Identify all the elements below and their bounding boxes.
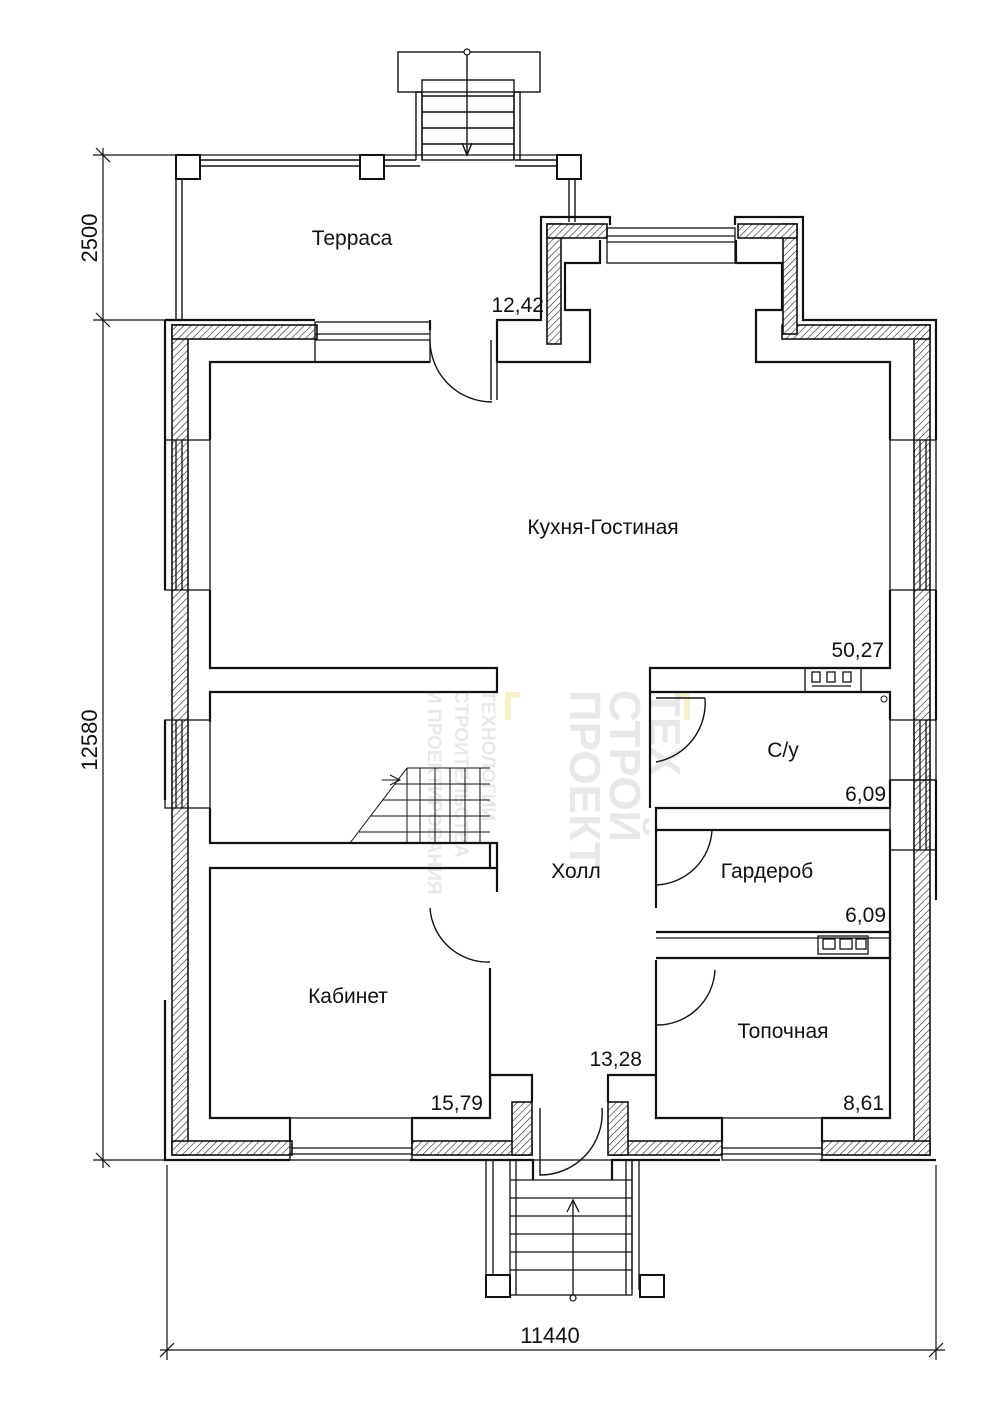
terrace-columns: [175, 154, 582, 180]
dimension-terrace-depth: 2500: [77, 214, 102, 263]
porch-columns: [485, 1274, 665, 1298]
watermark-brand-3: ПРОЕКТ: [560, 690, 609, 869]
watermark-tagline-3: И ПРОЕКТИРОВАНИЯ: [423, 690, 444, 895]
watermark-tagline-2: СТРОИТЕЛЬСТВА: [450, 690, 471, 858]
watermark-bracket-right: [675, 692, 690, 720]
dimension-height-total: 12580: [77, 709, 102, 770]
room-area-terrace: 12,42: [491, 294, 544, 317]
exterior-walls: [171, 223, 931, 1156]
entrance-porch: [485, 1159, 640, 1298]
room-area-bathroom: 6,09: [845, 783, 886, 806]
boiler-fixtures: [656, 935, 890, 955]
watermark-brand-2: СТРОЙ: [600, 690, 651, 842]
watermark-brand-1: ТЕХ: [640, 690, 689, 776]
room-name-kitchen-living: Кухня-Гостиная: [527, 516, 678, 539]
dimension-lines: [93, 147, 945, 1360]
room-area-kitchen-living: 50,27: [831, 639, 884, 662]
watermark-bracket-left: [505, 692, 520, 720]
bathroom-drain: [880, 695, 888, 703]
dimension-width-total: 11440: [520, 1323, 580, 1348]
room-name-wardrobe: Гардероб: [721, 860, 813, 883]
room-name-office: Кабинет: [308, 985, 388, 1008]
room-name-hall: Холл: [551, 860, 601, 883]
terrace-structure: [175, 51, 576, 320]
room-name-boiler-room: Топочная: [737, 1020, 828, 1043]
doors: [429, 339, 716, 1176]
room-area-hall: 13,28: [589, 1048, 642, 1071]
stair-start-marker-bottom: [569, 1294, 577, 1302]
room-name-bathroom: С/у: [767, 739, 799, 762]
room-area-boiler-room: 8,61: [843, 1092, 884, 1115]
interior-stairs: [349, 767, 490, 844]
stair-start-marker-top: [463, 48, 471, 56]
kitchen-counter: [804, 667, 862, 693]
room-name-terrace: Терраса: [312, 227, 393, 250]
watermark-tagline-1: ТЕХНОЛОГИИ: [477, 690, 498, 821]
windows: [164, 227, 937, 1161]
room-area-office: 15,79: [430, 1092, 483, 1115]
room-area-wardrobe: 6,09: [845, 904, 886, 927]
